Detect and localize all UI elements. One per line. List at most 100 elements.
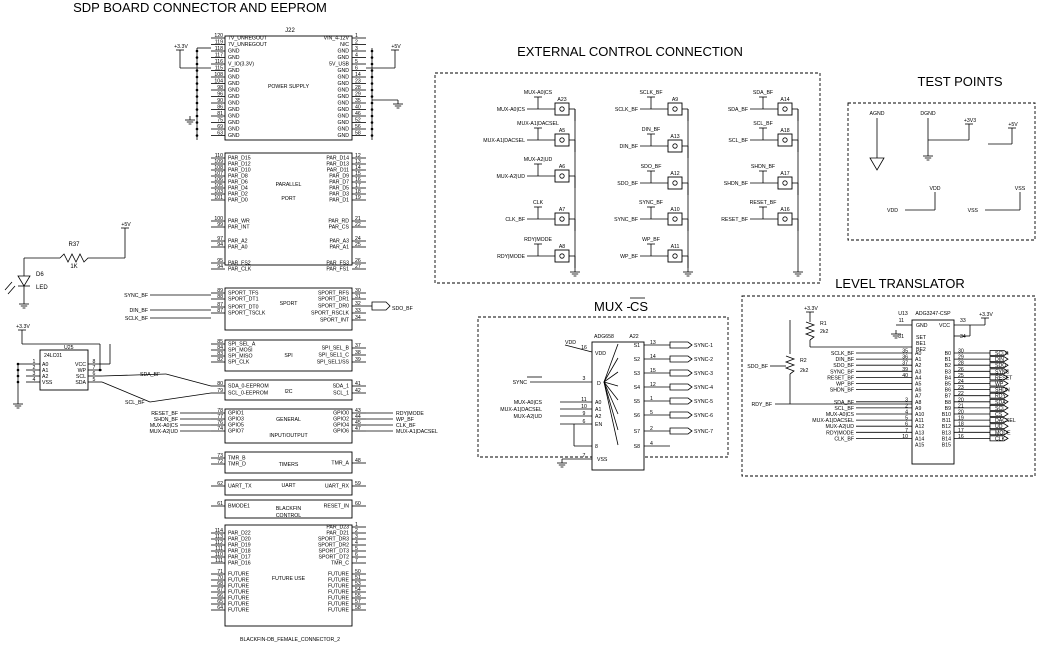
u25-pin-name: A1 — [42, 368, 48, 374]
net-flag — [989, 417, 1009, 423]
j22-pin-name: PAR_D4 — [228, 186, 248, 192]
junction-dot — [16, 374, 20, 378]
j22-pin-number: 57 — [355, 599, 361, 605]
j22-pin-name: GND — [228, 114, 240, 120]
u13-pin: 11 — [899, 318, 904, 324]
r2-ref: R2 — [800, 358, 807, 364]
mux-body — [591, 341, 645, 471]
header-label: CLK_BF — [505, 217, 525, 223]
u13-pin: 40 — [902, 373, 908, 379]
j22-pin-number: 43 — [355, 408, 361, 414]
j22-pin-number: 39 — [355, 357, 361, 363]
j22-pin-number: 116 — [215, 59, 223, 65]
j22-pin-number: 83 — [217, 351, 223, 357]
power-label: +3.3V — [979, 312, 993, 318]
j22-pin-name: GPIO5 — [228, 423, 244, 429]
mux-s-name: S6 — [634, 413, 640, 419]
junction-dot — [195, 75, 199, 79]
u13-a-name: A8 — [915, 400, 921, 406]
test-vss-net: VSS — [1015, 186, 1026, 192]
mux-part: ADG658 — [594, 334, 614, 340]
mux-out-net: SYNC-5 — [694, 399, 713, 405]
j22-section-label: SPI — [284, 353, 292, 359]
u13-a-name: A0 — [915, 351, 921, 357]
j22-pin-number: 2 — [355, 528, 358, 534]
j22-pin-name: GPIO6 — [333, 429, 349, 435]
header-label: RESET_BF — [721, 217, 748, 223]
j22-pin-name: GPIO0 — [333, 411, 349, 417]
j22-pin-number: 21 — [355, 216, 361, 222]
j22-pin-number: 98 — [217, 85, 223, 91]
j22-pin-name: SPI_CLK — [228, 360, 250, 366]
u13-a-name: A5 — [915, 382, 921, 388]
j22-pin-number: 101 — [214, 195, 223, 201]
j22-pin-number: 96 — [217, 92, 223, 98]
mux-pin: 12 — [650, 382, 656, 388]
u13-pin: 31 — [898, 334, 904, 340]
junction-dot — [195, 88, 199, 92]
u25-pin-number: 6 — [93, 371, 96, 377]
header-pin-circle — [559, 216, 565, 222]
j22-pin-name: TMR_C — [331, 561, 349, 567]
j22-pin-number: 59 — [355, 481, 361, 487]
j22-pin-number: 26 — [355, 258, 361, 264]
u13-in-net: MUX-A2|UD — [826, 424, 855, 430]
j22-pin-name: GND — [337, 133, 349, 139]
mux-a-name: EN — [595, 422, 602, 428]
header-ref: A18 — [780, 128, 789, 134]
mux-out-net: SYNC-1 — [694, 343, 713, 349]
mux-vdd: VDD — [595, 351, 606, 357]
u13-b-name: B3 — [945, 369, 951, 375]
j22-pin-name: GND — [337, 55, 349, 61]
header-pin-A11 — [667, 249, 683, 263]
j22-section-power — [224, 35, 353, 141]
switch-arm — [603, 371, 619, 383]
u13-out-net: SDO — [995, 363, 1006, 369]
header-ref: A14 — [780, 97, 789, 103]
j22-pin-number: 77 — [217, 414, 223, 420]
j22-pin-number: 19 — [355, 195, 361, 201]
net-flag — [989, 350, 1009, 356]
j22-pin-number: 61 — [217, 501, 223, 507]
j22-pin-name: SPORT_DT2 — [319, 555, 350, 561]
j22-pin-name: PAR_D10 — [228, 168, 251, 174]
j22-pin-number: 51 — [355, 575, 361, 581]
j22-pin-name: PAR_D9 — [329, 174, 349, 180]
r37-ref: R37 — [68, 242, 80, 248]
j22-pin-name: SPORT_DR3 — [318, 537, 349, 543]
j22-pin-name: SPI_SEL1_C — [318, 353, 349, 359]
mux-out-net: SYNC-6 — [694, 413, 713, 419]
j22-pin-number: 75 — [217, 118, 223, 124]
j22-pin-name: FUTURE — [228, 590, 250, 596]
u13-out-net: SYNC — [995, 369, 1010, 375]
j22-pin-name: SPORT_RFS — [318, 291, 350, 297]
heading-mux-cs: CS — [630, 299, 648, 314]
j22-pin-name: SPORT_DR2 — [318, 543, 349, 549]
u25-pin-name: A0 — [42, 362, 48, 368]
j22-pin-name: FUTURE — [228, 608, 250, 614]
header-label: WP_BF — [620, 254, 638, 260]
j22-pin-name: TMR_A — [331, 461, 349, 467]
mux-s-name: S2 — [634, 357, 640, 363]
u13-out-net: DACSEL — [995, 418, 1016, 424]
u13-in-net: WP_BF — [836, 382, 854, 388]
u13-pin: 16 — [958, 434, 964, 440]
j22-pin-number: 113 — [215, 534, 223, 540]
mux-pin: 14 — [650, 354, 656, 360]
header-pin-A14 — [777, 102, 793, 116]
mux-out-net: SYNC-4 — [694, 385, 713, 391]
u13-pin: 35 — [902, 349, 908, 355]
j22-pin-number: 99 — [217, 222, 223, 228]
j22-pin-name: FUTURE — [228, 572, 250, 578]
header-pin-circle — [559, 173, 565, 179]
j22-pin-number: 35 — [355, 98, 361, 104]
j22-section-label: CONTROL — [276, 513, 301, 519]
heading-level-translator: LEVEL TRANSLATOR — [835, 276, 965, 291]
junction-dot — [370, 127, 374, 131]
j22-pin-name: TMR_D — [228, 462, 246, 468]
j22-pin-name: PAR_D5 — [329, 186, 349, 192]
junction-dot — [195, 49, 199, 53]
header-net: WP_BF — [642, 237, 660, 243]
junction-dot — [195, 134, 199, 137]
net-flag — [989, 392, 1009, 399]
